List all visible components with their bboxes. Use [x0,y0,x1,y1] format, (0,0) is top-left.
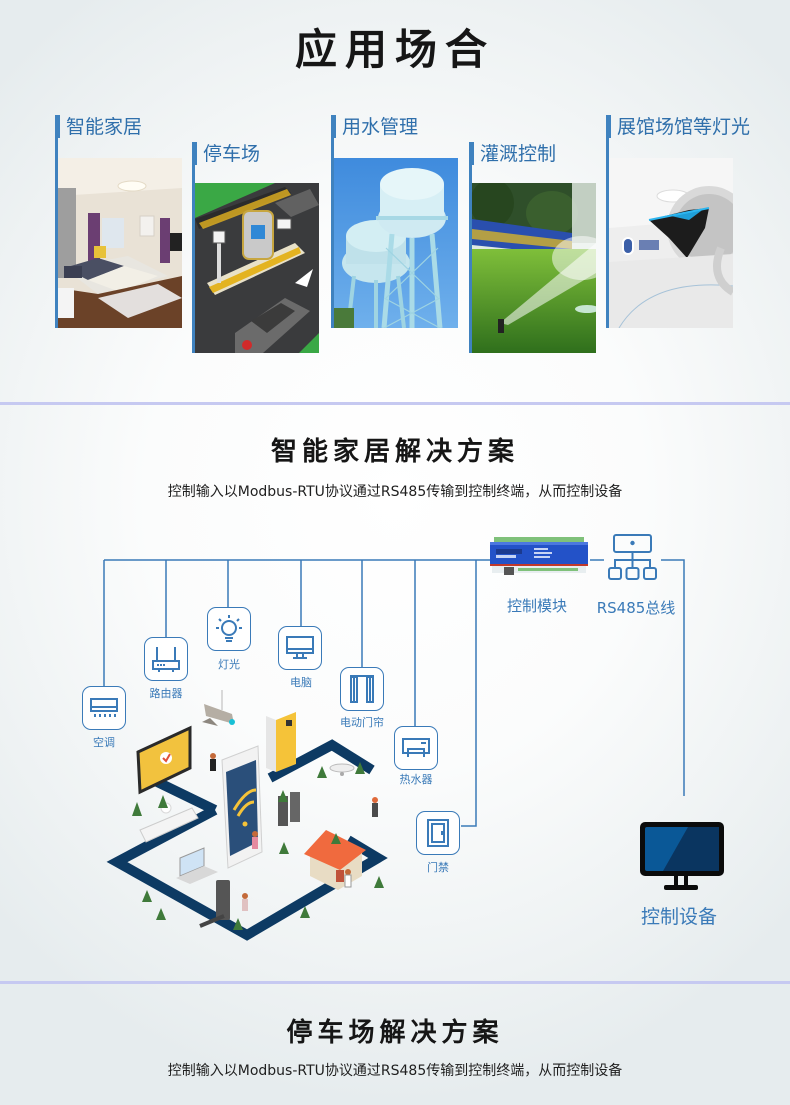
sprinkler-irrigation-photo [472,183,596,353]
scene-exhibition-lighting: 展馆场馆等灯光 [606,115,750,330]
light-bulb-icon [216,615,242,642]
parking-lot-illustration [195,183,319,353]
accent-line [55,115,58,328]
camera-icon [202,690,235,726]
device-computer[interactable] [278,626,322,670]
device-lighting[interactable] [207,607,251,651]
person-icon [210,753,378,911]
smart-home-illustration [106,690,388,941]
accent-line [331,115,334,328]
computer-monitor-icon [286,636,314,659]
section-subtitle-smart-home: 控制输入以Modbus-RTU协议通过RS485传输到控制终端，从而控制设备 [167,484,623,500]
bedroom-photo [58,158,182,328]
section-title-smart-home: 智能家居解决方案 [270,437,519,467]
section-title-parking: 停车场解决方案 [286,1018,504,1048]
door-access-icon [427,819,449,847]
control-module-device[interactable] [488,537,590,579]
scene-label: 停车场 [203,143,261,165]
device-label: 热水器 [399,773,433,786]
accent-line [606,115,609,328]
monitor-icon[interactable] [638,820,728,894]
control-terminal-label: 控制设备 [640,906,717,928]
curtain-icon [350,675,374,703]
scene-label: 用水管理 [342,116,419,138]
device-label: 路由器 [149,687,183,700]
device-door-access[interactable] [416,811,460,855]
control-module-label: 控制模块 [506,597,567,615]
device-label: 门禁 [427,861,449,874]
scene-label: 智能家居 [66,116,143,138]
drone-icon [329,763,355,776]
rs485-bus-label: RS485总线 [596,599,676,617]
scene-irrigation: 灌溉控制 [469,142,599,357]
section-subtitle-parking: 控制输入以Modbus-RTU协议通过RS485传输到控制终端，从而控制设备 [167,1063,623,1079]
device-label: 空调 [93,736,115,749]
router-icon [152,647,180,672]
scene-water-management: 用水管理 [331,115,461,330]
section-divider [0,981,790,984]
device-air-conditioner[interactable] [82,686,126,730]
device-label: 电动门帘 [340,716,384,729]
scene-parking: 停车场 [192,142,322,357]
accent-line [192,142,195,353]
scene-label: 展馆场馆等灯光 [617,116,751,138]
section-divider [0,402,790,405]
scene-smart-home: 智能家居 [55,115,185,330]
device-label: 电脑 [290,676,312,689]
device-water-heater[interactable] [394,726,438,770]
network-topology-icon [608,534,657,580]
water-heater-icon [402,738,430,757]
page-title: 应用场合 [294,25,495,74]
device-electric-curtain[interactable] [340,667,384,711]
device-router[interactable] [144,637,188,681]
device-label: 灯光 [218,658,240,671]
air-conditioner-icon [90,698,118,717]
exhibition-hall-photo [609,158,733,328]
accent-line [469,142,472,353]
water-tower-photo [334,158,458,328]
scene-label: 灌溉控制 [480,143,557,165]
